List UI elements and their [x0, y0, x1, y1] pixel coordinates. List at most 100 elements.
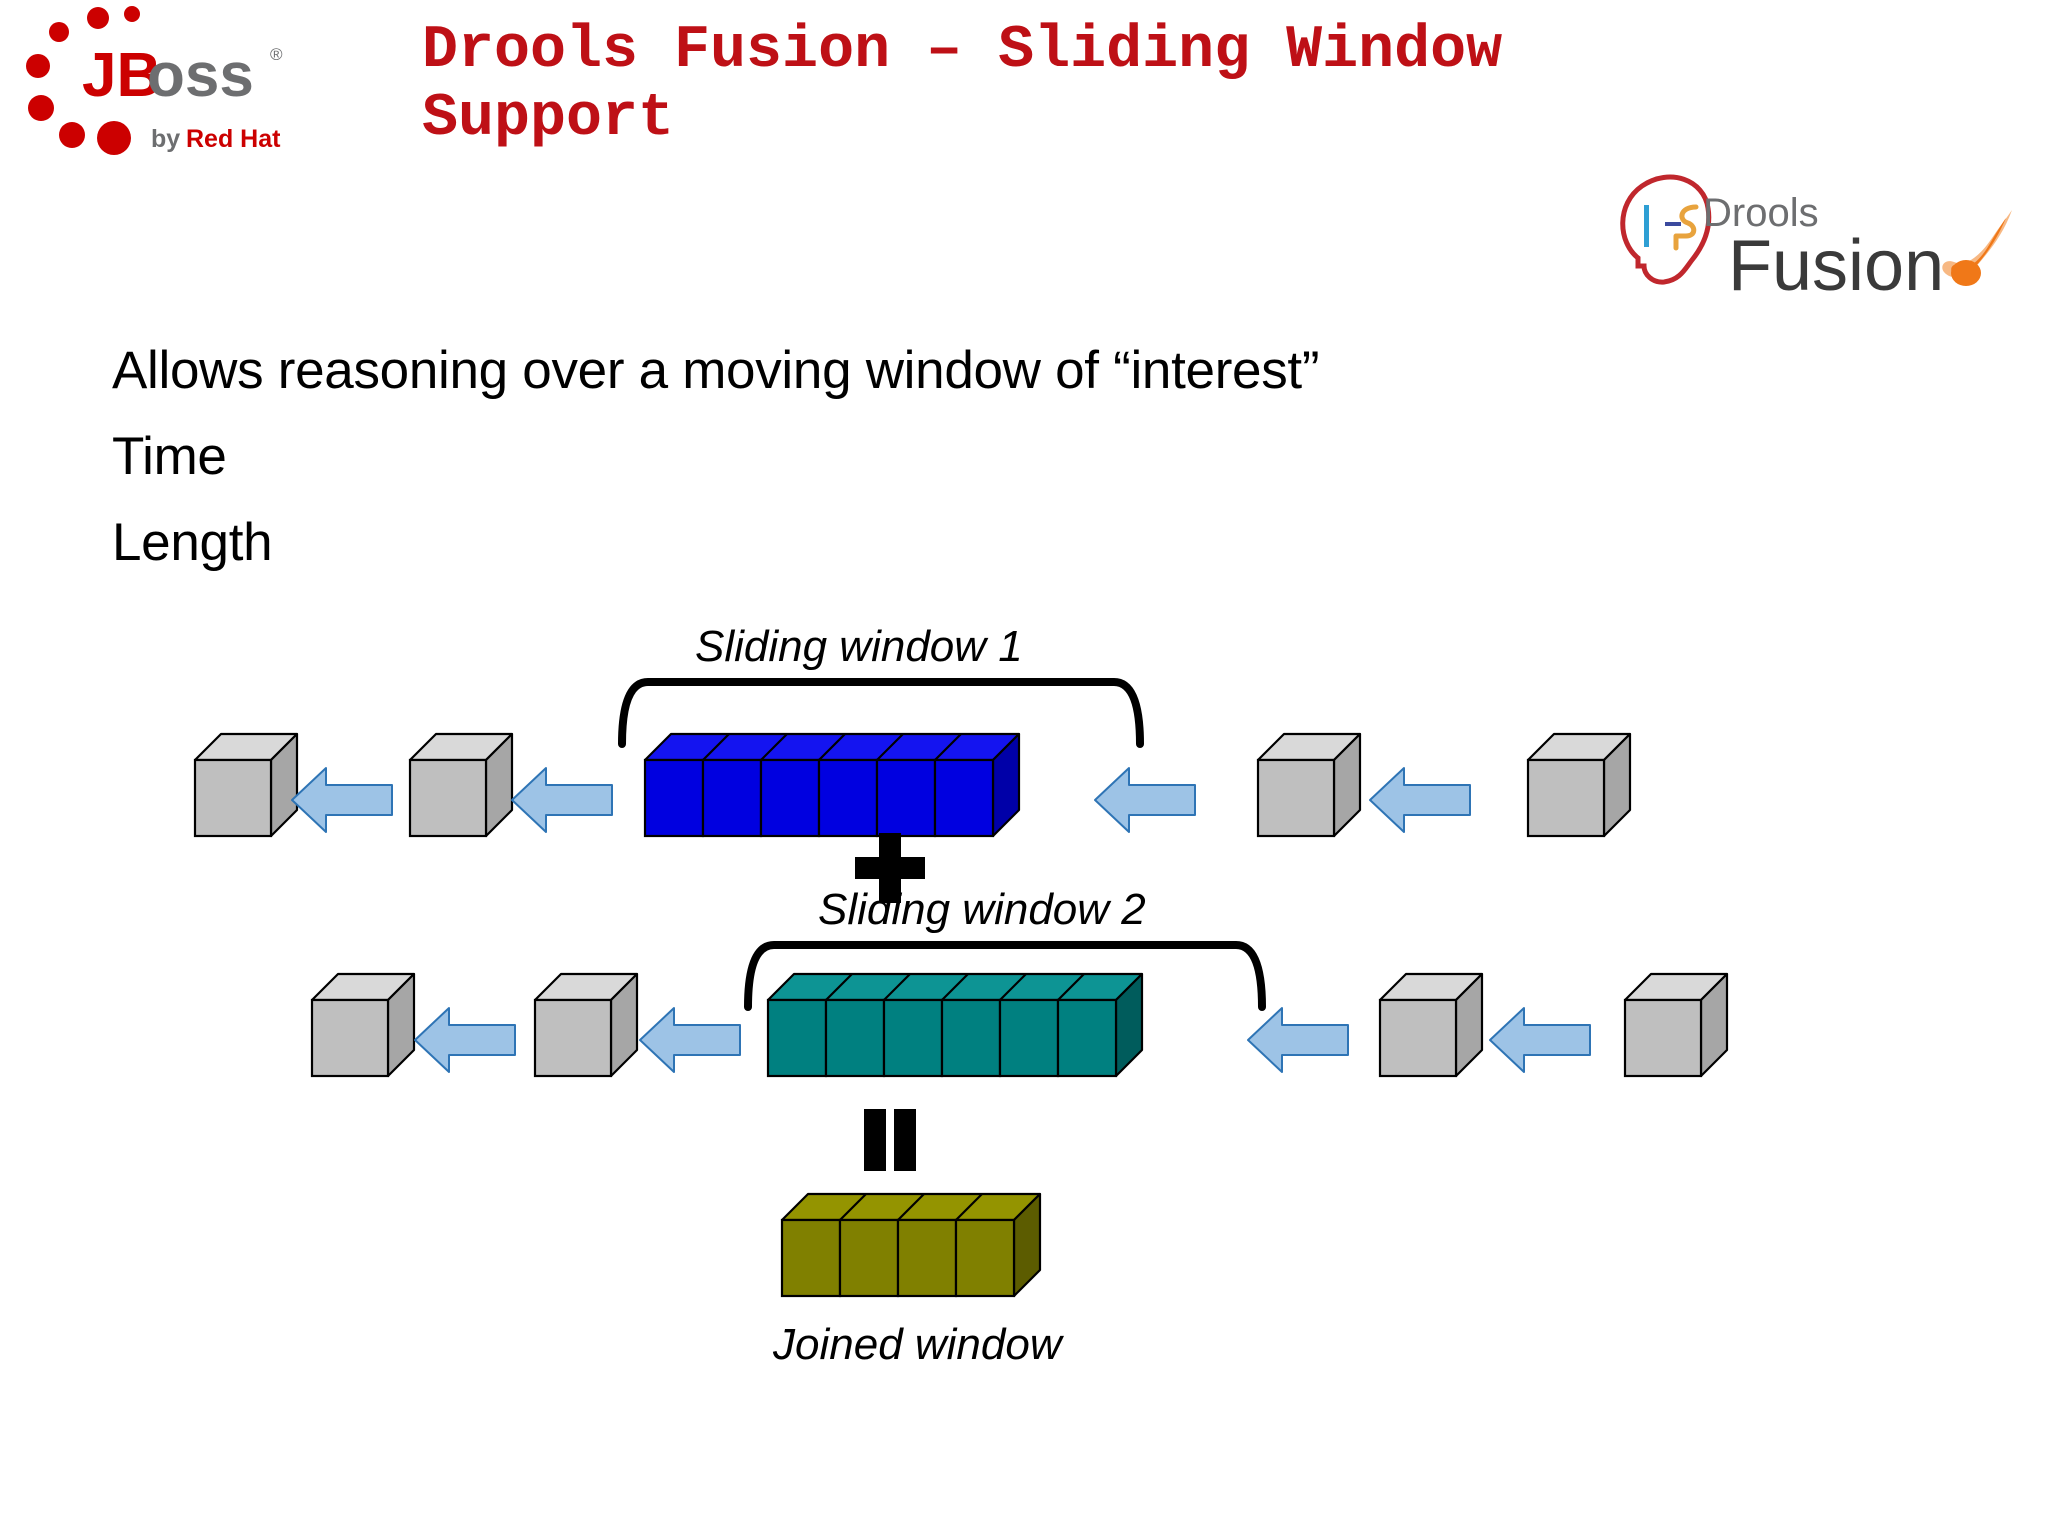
event-cube-r1-r2-top-face [1526, 732, 1632, 762]
event-cube-r1-r1-top-face [1256, 732, 1362, 762]
flow-arrow-r2-l2 [639, 1007, 741, 1073]
body-line-length: Length [112, 513, 273, 572]
window2-block-top-seam-4 [999, 973, 1027, 1001]
event-cube-r2-r1 [1378, 972, 1484, 1078]
event-cube-r2-l2-side-face [609, 972, 639, 1078]
label-sliding-window-2: Sliding window 2 [818, 885, 1146, 934]
event-cube-r1-l2-top-face [408, 732, 514, 762]
event-cube-r1-r2-side-face [1602, 732, 1632, 838]
window1-block-side-face [991, 732, 1021, 838]
joined-block-top-seam-2 [897, 1193, 925, 1221]
event-cube-r2-r1-top-face [1378, 972, 1484, 1002]
joined-block-front-face-1 [780, 1218, 842, 1298]
window1-block-top-seam-5 [934, 733, 962, 761]
event-cube-r2-l2 [533, 972, 639, 1078]
flow-arrow-r2-l1 [414, 1007, 516, 1073]
flame-icon [1942, 210, 2012, 286]
window1-block-front-face-2 [701, 758, 763, 838]
window1-block-top-seam-4 [876, 733, 904, 761]
window2-block-front-face-4 [940, 998, 1002, 1078]
window2-block-top-seam-2 [883, 973, 911, 1001]
event-cube-r1-l1-side-face [269, 732, 299, 838]
event-cube-r2-r2-top-face [1623, 972, 1729, 1002]
event-cube-r1-r1-front-face [1256, 758, 1336, 838]
jboss-logo-dots [26, 6, 140, 155]
event-cube-r1-r1 [1256, 732, 1362, 838]
body-line-time: Time [112, 427, 227, 486]
label-joined-window: Joined window [773, 1320, 1062, 1369]
window1-block-front-face-5 [875, 758, 937, 838]
event-cube-r2-l1-top-face [310, 972, 416, 1002]
flow-arrow-r1-l1 [291, 767, 393, 833]
flow-arrow-r2-r2 [1489, 1007, 1591, 1073]
joined-block-front-face-3 [896, 1218, 958, 1298]
event-cube-r2-l1-front-face [310, 998, 390, 1078]
flow-arrow-r1-r1 [1094, 767, 1196, 833]
body-line-allows-reasoning: Allows reasoning over a moving window of… [112, 341, 1320, 400]
accent-blue-bar-icon [1644, 205, 1649, 247]
jboss-logo: JB oss ® by Red Hat [14, 4, 314, 164]
window1-block-top-seam-1 [702, 733, 730, 761]
window2-block-front-face-2 [824, 998, 886, 1078]
flow-arrow-r2-r1 [1247, 1007, 1349, 1073]
event-cube-r2-r1-front-face [1378, 998, 1458, 1078]
registered-mark-icon: ® [270, 45, 283, 64]
window2-block-top-seam-3 [941, 973, 969, 1001]
window2-block-front-face-3 [882, 998, 944, 1078]
event-cube-r1-r2-front-face [1526, 758, 1606, 838]
joined-block-top-seam-3 [955, 1193, 983, 1221]
jboss-tagline-brand: Red Hat [186, 125, 281, 153]
equals-bar-2 [894, 1109, 916, 1171]
window1-block-front-face-4 [817, 758, 879, 838]
event-cube-r2-l2-top-face [533, 972, 639, 1002]
drools-fusion-logo: Drools Fusion [1600, 170, 2040, 306]
plus-bar-h [855, 857, 925, 879]
joined-block [780, 1192, 1042, 1298]
event-cube-r1-r1-side-face [1332, 732, 1362, 838]
joined-block-side-face [1012, 1192, 1042, 1298]
jboss-wordmark-primary: JB [82, 41, 161, 110]
joined-block-top-face [780, 1192, 1042, 1222]
window2-block-top-seam-1 [825, 973, 853, 1001]
window1-block-front-face-6 [933, 758, 995, 838]
event-cube-r2-r2 [1623, 972, 1729, 1078]
window2-block-side-face [1114, 972, 1144, 1078]
event-cube-r2-r2-side-face [1699, 972, 1729, 1078]
event-cube-r2-l1-side-face [386, 972, 416, 1078]
jboss-wordmark-secondary: oss [147, 41, 254, 110]
window1-block [643, 732, 1021, 838]
bracket-window1 [618, 678, 1144, 748]
equals-bar-1 [864, 1109, 886, 1171]
drools-wordmark: Drools [1703, 191, 1819, 235]
event-cube-r2-l1 [310, 972, 416, 1078]
event-cube-r2-l2-front-face [533, 998, 613, 1078]
event-cube-r1-l2-front-face [408, 758, 488, 838]
event-cube-r1-l1-top-face [193, 732, 299, 762]
window1-block-top-seam-3 [818, 733, 846, 761]
event-cube-r1-l1-front-face [193, 758, 273, 838]
accent-orange-hook-icon [1673, 204, 1699, 251]
label-sliding-window-1: Sliding window 1 [695, 622, 1023, 671]
joined-block-front-face-2 [838, 1218, 900, 1298]
event-cube-r1-l2-side-face [484, 732, 514, 838]
event-cube-r2-r1-side-face [1454, 972, 1484, 1078]
equals-operator [864, 1109, 916, 1171]
event-cube-r2-r2-front-face [1623, 998, 1703, 1078]
event-cube-r1-l2 [408, 732, 514, 838]
head-outline-icon [1620, 174, 1712, 285]
window2-block [766, 972, 1144, 1078]
window2-block-top-face [766, 972, 1144, 1002]
flow-arrow-r1-l2 [511, 767, 613, 833]
window1-block-front-face-3 [759, 758, 821, 838]
event-cube-r1-l1 [193, 732, 299, 838]
jboss-tagline-prefix: by [151, 125, 180, 153]
window1-block-top-face [643, 732, 1021, 762]
bracket-window2 [744, 941, 1266, 1011]
window1-block-front-face-1 [643, 758, 705, 838]
window2-block-front-face-5 [998, 998, 1060, 1078]
flow-arrow-r1-r2 [1369, 767, 1471, 833]
window2-block-top-seam-5 [1057, 973, 1085, 1001]
fusion-wordmark: Fusion [1728, 226, 1944, 300]
